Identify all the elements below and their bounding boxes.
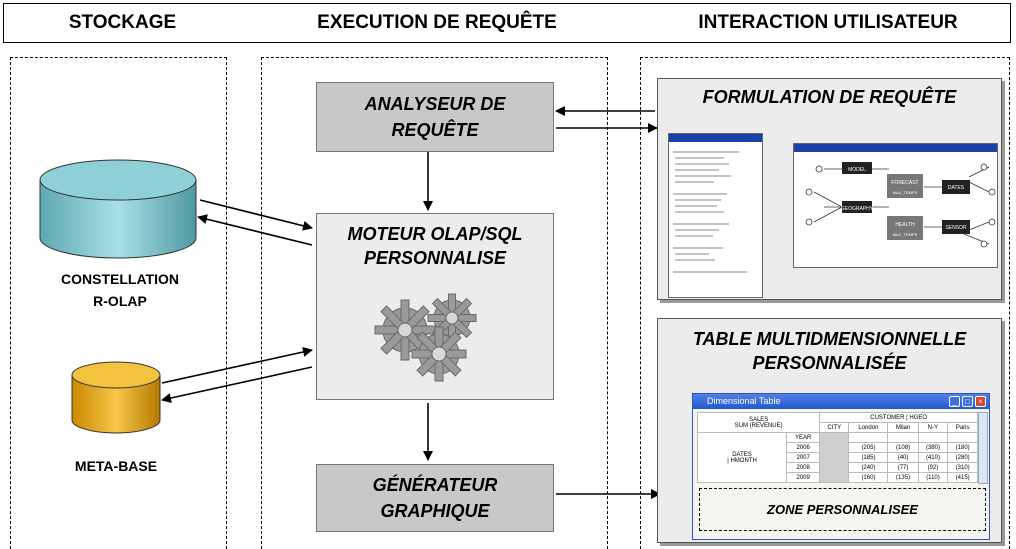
zone-personnalisee: ZONE PERSONNALISEE [699,488,986,531]
generateur-box: GÉNÉRATEUR GRAPHIQUE [316,464,554,532]
close-icon[interactable]: × [975,396,986,407]
graph-node-label: MAX_TEMPS [893,232,918,237]
value-cell: (77) [887,462,919,473]
column-title-execution: EXECUTION DE REQUÊTE [317,12,557,33]
graph-node-label: MODEL [848,167,866,173]
table-row: 2009 (160) (135) (110) (415) [698,472,978,483]
execution-column [261,57,608,549]
value-cell: (135) [887,472,919,483]
value-cell: (280) [947,452,978,463]
graph-node-label: MAX_TEMPS [893,190,918,195]
arrow-moteur-to-constellation [197,214,313,246]
interaction-column [640,57,1010,549]
year-cell: 2006 [785,442,821,453]
column-title-interaction: INTERACTION UTILISATEUR [698,12,958,33]
moteur-box: MOTEUR OLAP/SQL PERSONNALISE [316,213,554,400]
city-header: London [848,422,889,433]
city-header: Paris [947,422,978,433]
value-cell: (110) [917,472,949,483]
arrow-metabase-to-moteur [161,347,313,384]
table-row: DATES| HMONTH YEAR [697,432,978,483]
arrow-constellation-to-moteur [199,199,313,231]
window-title: Dimensional Table [707,396,781,406]
metabase-cylinder-icon [71,361,161,434]
analyseur-box: ANALYSEUR DE REQUÊTE [316,82,554,152]
value-cell: (92) [917,462,949,473]
row-level-header: YEAR [785,432,821,443]
arrow-moteur-to-metabase [161,366,313,403]
maximize-icon[interactable]: □ [962,396,973,407]
column-title-stockage: STOCKAGE [68,12,177,33]
constellation-label: CONSTELLATION R-OLAP [61,271,179,309]
value-cell: (185) [848,452,889,463]
column-dimension-header: CUSTOMER | HGEO [819,412,978,423]
graph-node-label: FORECAST [891,180,918,186]
year-cell: 2008 [785,462,821,473]
value-cell: (415) [947,472,978,483]
metabase-label: META-BASE [74,458,158,474]
header-bar [3,3,1011,43]
value-cell: (240) [848,462,889,473]
graph-node-label: SENSOR [945,225,967,231]
value-cell: (205) [848,442,889,453]
column-level-header: CITY [819,422,850,433]
dimensional-table-titlebar: Dimensional Table _ □ × [693,394,989,409]
sql-code-lines [673,151,747,273]
city-header: N-Y [917,422,949,433]
value-cell: (160) [848,472,889,483]
year-cell: 2009 [785,472,821,483]
stockage-column [10,57,227,549]
graph-node-health [887,216,923,240]
value-cell: (108) [887,442,919,453]
graph-node-label: HEALTH [895,222,915,228]
graph-node-sensor [942,220,970,234]
year-cell: 2007 [785,452,821,463]
query-graph: MODEL GEOGRAPHY FORECAST MAX_TEMPS DATES… [805,162,996,248]
query-graph-window: MODEL GEOGRAPHY FORECAST MAX_TEMPS DATES… [793,143,998,268]
empty-city-column [819,432,850,483]
graph-node-geography [842,201,872,213]
gears-icon [374,293,477,382]
vertical-scrollbar[interactable] [978,412,988,484]
formulation-panel: FORMULATION DE REQUÊTE [657,78,1002,300]
value-cell: (310) [947,462,978,473]
table-row: 2007 (185) (40) (410) (280) [698,452,978,463]
graph-node-label: DATES [948,185,965,191]
value-cell: (40) [887,452,919,463]
value-cell: (410) [917,452,949,463]
graph-node-model [842,162,872,174]
constellation-cylinder-icon [39,159,197,259]
sql-editor-window [668,133,763,298]
row-dimension-cell: DATES| HMONTH [697,432,787,483]
graph-node-label: GEOGRAPHY [841,206,874,212]
city-header: Milan [887,422,919,433]
minimize-icon[interactable]: _ [949,396,960,407]
graph-node-dates [942,180,970,194]
value-cell: (180) [947,442,978,453]
graph-node-forecast [887,174,923,198]
value-cell: (380) [917,442,949,453]
